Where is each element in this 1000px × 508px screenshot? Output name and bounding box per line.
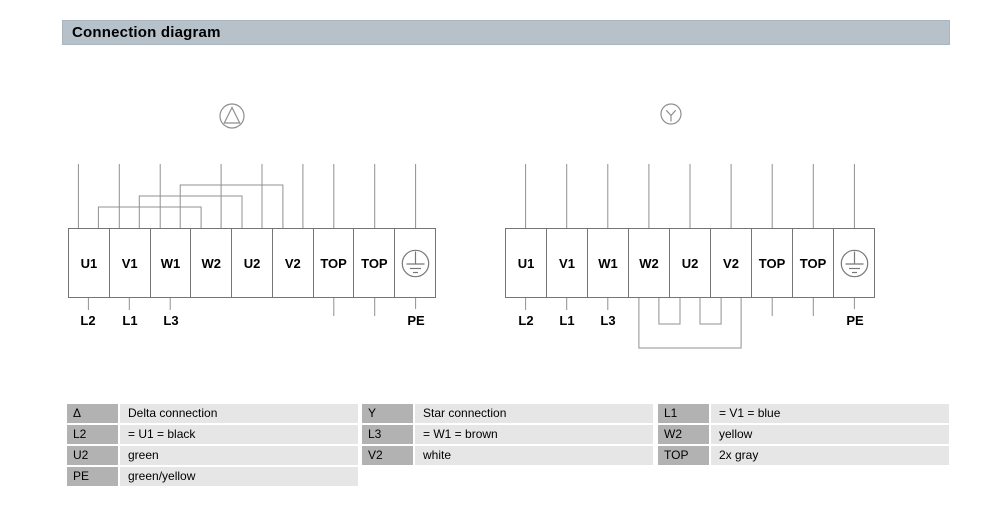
- mains-label: L1: [122, 313, 138, 328]
- legend-key-cell: L1: [658, 404, 709, 423]
- terminal-cell: W2: [629, 229, 670, 297]
- section-title: Connection diagram: [72, 24, 221, 41]
- legend-column: Y Star connection L3 = W1 = brown V2 whi…: [362, 404, 653, 467]
- legend-value-cell: white: [415, 446, 653, 465]
- legend-key-cell: L2: [67, 425, 118, 444]
- terminal-cell: U1: [506, 229, 547, 297]
- earth-icon: [840, 249, 868, 277]
- legend-row: L1 = V1 = blue: [658, 404, 949, 423]
- mains-label: L3: [600, 313, 616, 328]
- legend-key-cell: TOP: [658, 446, 709, 465]
- terminal-cell: V1: [110, 229, 151, 297]
- legend-value-cell: Delta connection: [120, 404, 358, 423]
- legend-row: U2 green: [67, 446, 358, 465]
- legend-row: L2 = U1 = black: [67, 425, 358, 444]
- terminal-cell: V2: [273, 229, 314, 297]
- terminal-cell: V1: [547, 229, 588, 297]
- legend-column: Δ Delta connection L2 = U1 = black U2 gr…: [67, 404, 358, 488]
- terminal-cell: W1: [588, 229, 629, 297]
- legend-key-cell: Y: [362, 404, 413, 423]
- legend-key-cell: V2: [362, 446, 413, 465]
- legend-key-cell: W2: [658, 425, 709, 444]
- terminal-cell: TOP: [793, 229, 834, 297]
- legend-column: L1 = V1 = blue W2 yellow TOP 2x gray: [658, 404, 949, 467]
- legend-value-cell: yellow: [711, 425, 949, 444]
- legend-row: Y Star connection: [362, 404, 653, 423]
- legend-row: PE green/yellow: [67, 467, 358, 486]
- terminal-cell: U1: [69, 229, 110, 297]
- legend-value-cell: 2x gray: [711, 446, 949, 465]
- legend-value-cell: Star connection: [415, 404, 653, 423]
- delta-terminal-block: U1 V1 W1 W2 U2 V2 TOP TOP: [68, 228, 436, 298]
- pe-terminal-cell: [395, 229, 435, 297]
- terminal-cell: TOP: [752, 229, 793, 297]
- legend-row: V2 white: [362, 446, 653, 465]
- legend-key-cell: PE: [67, 467, 118, 486]
- pe-terminal-cell: [834, 229, 874, 297]
- terminal-cell: TOP: [314, 229, 355, 297]
- legend-value-cell: green/yellow: [120, 467, 358, 486]
- terminal-cell: U2: [232, 229, 273, 297]
- legend-value-cell: = V1 = blue: [711, 404, 949, 423]
- terminal-cell: V2: [711, 229, 752, 297]
- legend-key-cell: U2: [67, 446, 118, 465]
- terminal-cell: W2: [191, 229, 233, 297]
- delta-symbol-icon: [219, 103, 245, 129]
- star-terminal-block: U1 V1 W1 W2 U2 V2 TOP TOP: [505, 228, 875, 298]
- mains-label: L2: [80, 313, 96, 328]
- pe-label: PE: [846, 313, 864, 328]
- mains-label: L2: [518, 313, 534, 328]
- legend-row: W2 yellow: [658, 425, 949, 444]
- legend-value-cell: = W1 = brown: [415, 425, 653, 444]
- legend-row: TOP 2x gray: [658, 446, 949, 465]
- legend-row: L3 = W1 = brown: [362, 425, 653, 444]
- earth-icon: [401, 249, 429, 277]
- legend-value-cell: = U1 = black: [120, 425, 358, 444]
- mains-label: L1: [559, 313, 575, 328]
- pe-label: PE: [407, 313, 425, 328]
- mains-label: L3: [163, 313, 179, 328]
- legend-key-cell: L3: [362, 425, 413, 444]
- terminal-cell: W1: [151, 229, 192, 297]
- legend-value-cell: green: [120, 446, 358, 465]
- terminal-cell: TOP: [354, 229, 396, 297]
- section-header: Connection diagram: [62, 20, 950, 45]
- star-symbol-icon: [660, 103, 682, 125]
- terminal-cell: U2: [670, 229, 711, 297]
- legend-key-cell: Δ: [67, 404, 118, 423]
- legend-row: Δ Delta connection: [67, 404, 358, 423]
